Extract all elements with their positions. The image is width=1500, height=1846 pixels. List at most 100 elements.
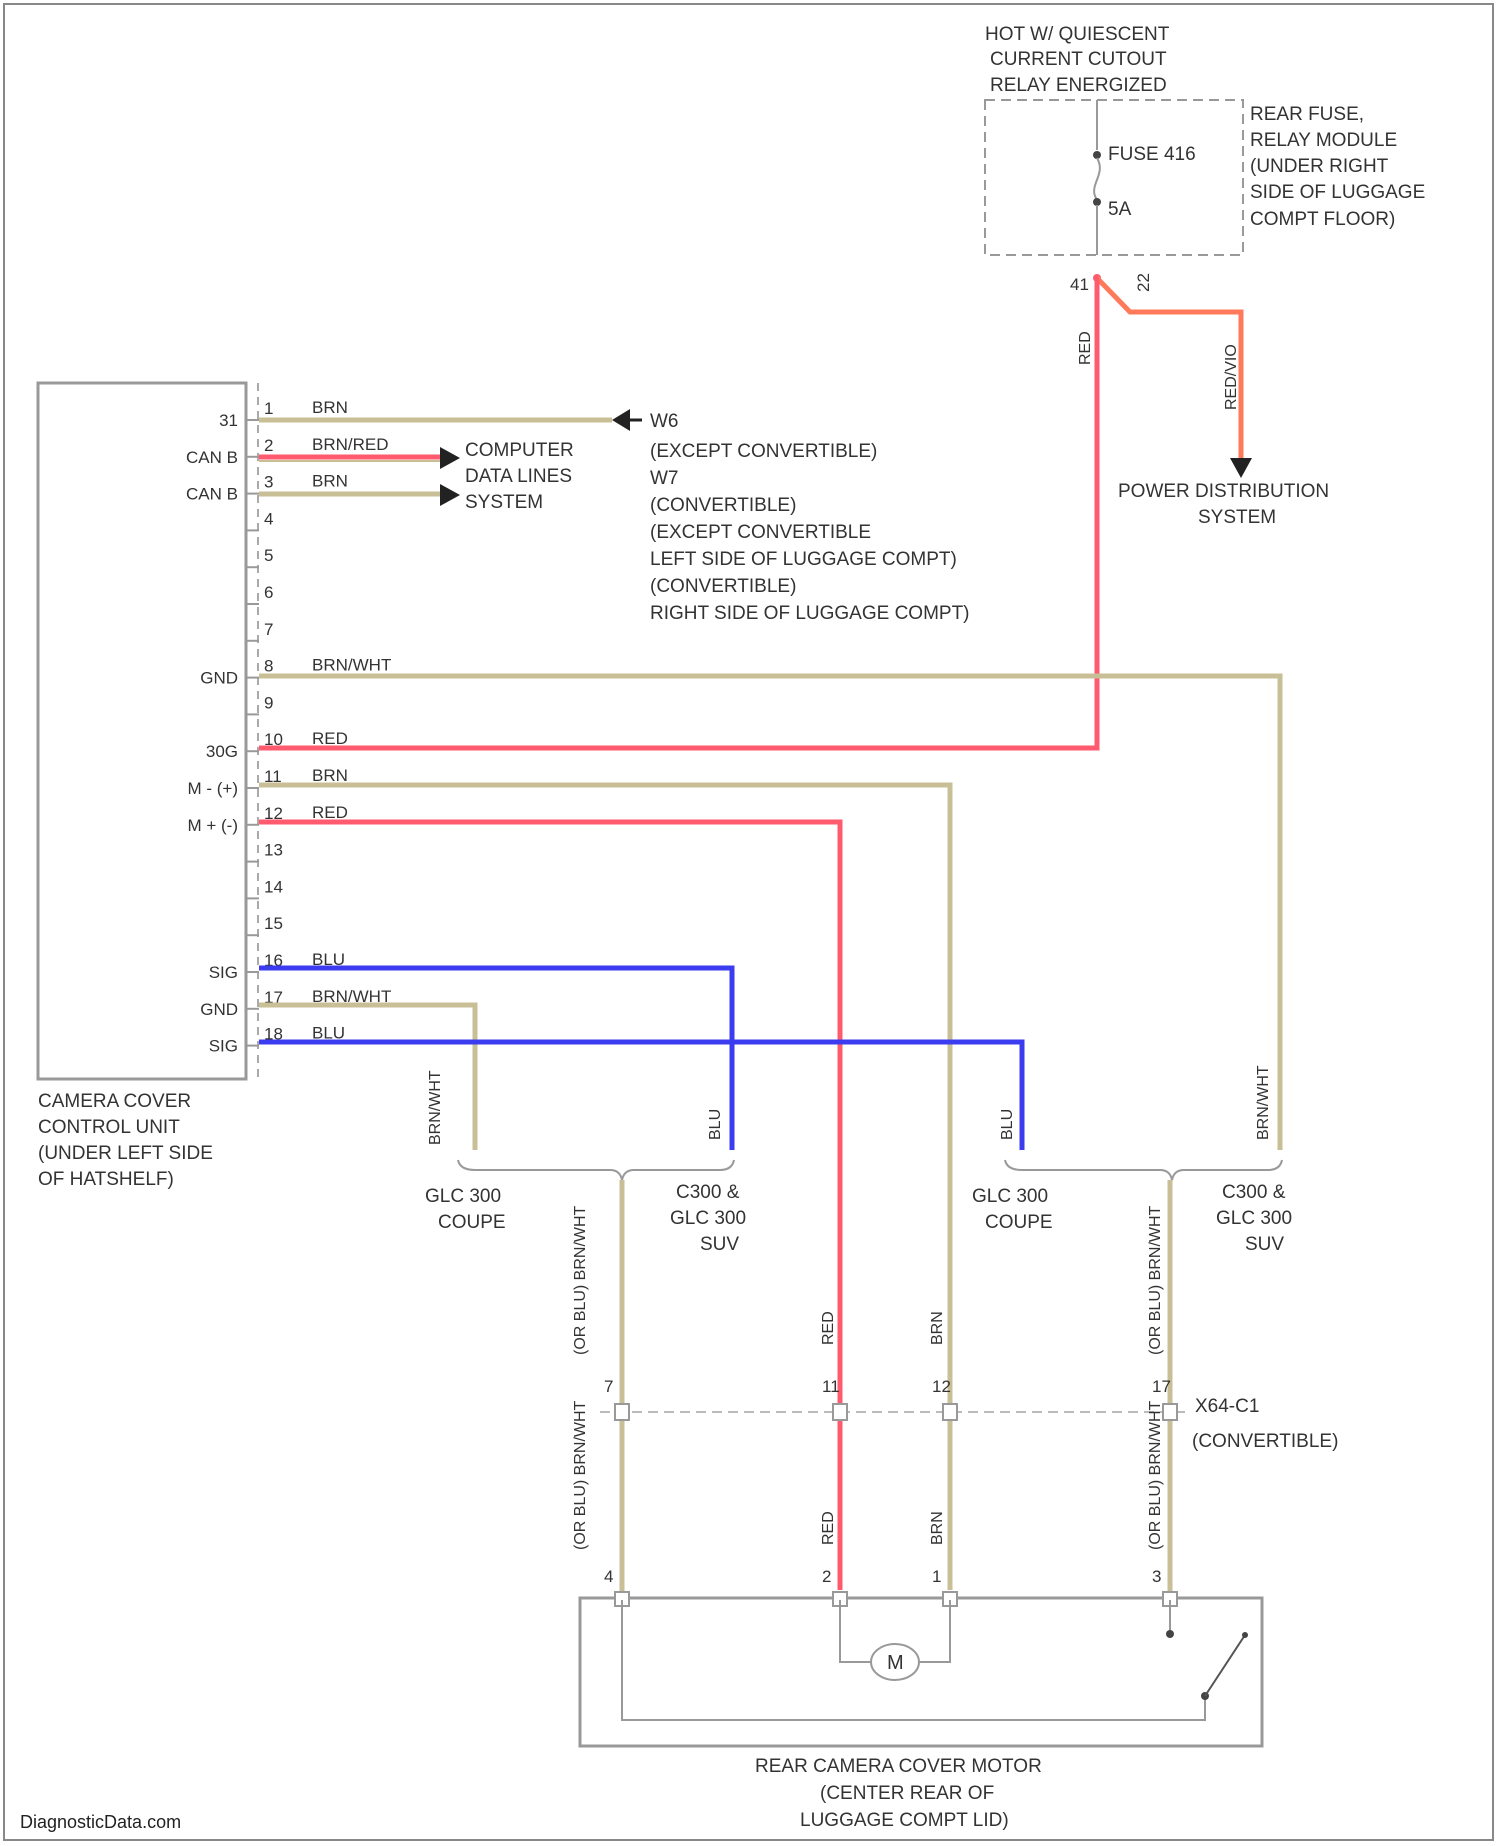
motor-label-2: (CENTER REAR OF (820, 1783, 994, 1804)
computer-data-line-3: SYSTEM (465, 492, 543, 513)
motor-pins: 4 2 1 3 (604, 1567, 1177, 1606)
motor-symbol: M (887, 1652, 904, 1674)
motor-label-3: LUGGAGE COMPT LID) (800, 1810, 1009, 1831)
pin-signal-label: M + (-) (187, 816, 238, 835)
wire-label-upper-4: (OR BLU) BRN/WHT (1147, 1205, 1164, 1355)
relay-pin-22: 22 (1134, 273, 1153, 292)
ground-arrow-icon (612, 409, 630, 431)
connector-pin-number: 12 (932, 1377, 951, 1396)
pin-wire-color: BRN (312, 766, 348, 785)
motor-pin-number: 1 (932, 1567, 941, 1586)
pin-number: 4 (264, 509, 273, 528)
pin-signal-label: GND (200, 1000, 238, 1019)
branch-right-a-2: COUPE (985, 1212, 1053, 1233)
control-unit-label-1: CAMERA COVER (38, 1091, 191, 1112)
pin-signal-label: SIG (209, 963, 238, 982)
fuse-terminal-top (1093, 151, 1101, 159)
fuse-rating: 5A (1108, 199, 1132, 220)
relay-pin-41: 41 (1070, 275, 1089, 294)
pin-wire-color: RED (312, 803, 348, 822)
pin-signal-label: M - (+) (187, 779, 238, 798)
motor-pin-number: 4 (604, 1567, 613, 1586)
motor-pin-number: 3 (1152, 1567, 1161, 1586)
pin-wire-color: BRN/RED (312, 435, 389, 454)
fuse-module-label-3: (UNDER RIGHT (1250, 156, 1389, 177)
wire-label-blu-left: BLU (707, 1109, 724, 1140)
ground-note-6: (CONVERTIBLE) (650, 576, 796, 597)
pin-number: 2 (264, 436, 273, 455)
ground-note-1: (EXCEPT CONVERTIBLE) (650, 441, 877, 462)
wire-label-blu-right: BLU (999, 1109, 1016, 1140)
arrow-right-icon (440, 484, 460, 506)
ground-note-4: (EXCEPT CONVERTIBLE (650, 522, 871, 543)
control-unit-label-4: OF HATSHELF) (38, 1169, 174, 1190)
option-bracket-right (1005, 1160, 1282, 1180)
branch-left-b-3: SUV (700, 1234, 739, 1255)
pin-signal-label: CAN B (186, 485, 238, 504)
connector-pin-number: 11 (822, 1377, 840, 1396)
wire-label-lower-1: (OR BLU) BRN/WHT (572, 1400, 589, 1550)
control-unit-label-3: (UNDER LEFT SIDE (38, 1143, 213, 1164)
motor-pin-number: 2 (822, 1567, 831, 1586)
power-distribution-line-2: SYSTEM (1198, 507, 1276, 528)
connector-terminal (1163, 1404, 1177, 1420)
pin-wire-color: RED (312, 729, 348, 748)
pin-number: 10 (264, 730, 283, 749)
connector-id: X64-C1 (1195, 1396, 1259, 1417)
pin-wire-color: BRN/WHT (312, 656, 391, 675)
power-distribution-line-1: POWER DISTRIBUTION (1118, 481, 1329, 502)
pin-signal-label: 30G (206, 742, 238, 761)
fuse-module-label-1: REAR FUSE, (1250, 104, 1364, 125)
pin-number: 3 (264, 473, 273, 492)
pin-number: 9 (264, 693, 273, 712)
fuse-module-label-4: SIDE OF LUGGAGE (1250, 182, 1425, 203)
connector-pin-number: 7 (604, 1377, 613, 1396)
wire-label-red-vio: RED/VIO (1223, 344, 1240, 410)
wire-label-red-feed: RED (1077, 331, 1094, 365)
connector-terminal (833, 1404, 847, 1420)
pin-number: 1 (264, 399, 273, 418)
ground-note-7: RIGHT SIDE OF LUGGAGE COMPT) (650, 603, 970, 624)
pin-signal-label: 31 (219, 411, 238, 430)
wire-label-lower-3: BRN (929, 1511, 946, 1545)
branch-left-b-1: C300 & (676, 1182, 740, 1203)
motor-lead-left (840, 1600, 872, 1662)
control-unit-label: CAMERA COVER CONTROL UNIT (UNDER LEFT SI… (38, 1091, 213, 1190)
fuse-terminal-bottom (1093, 198, 1101, 206)
pin-signal-label: GND (200, 669, 238, 688)
pin-signal-label: CAN B (186, 448, 238, 467)
page-border (4, 4, 1493, 1840)
limit-switch-icon (1205, 1635, 1245, 1696)
fuse-module-label: REAR FUSE, RELAY MODULE (UNDER RIGHT SID… (1250, 104, 1425, 230)
fuse-module-box (985, 100, 1243, 255)
ground-note-2: W7 (650, 468, 679, 489)
rear-camera-cover-motor-box (580, 1598, 1262, 1746)
relay-title-line-3: RELAY ENERGIZED (990, 75, 1167, 96)
fuse-label: FUSE 416 (1108, 144, 1196, 165)
switch-blade-tip (1242, 1632, 1248, 1638)
branch-right-a-1: GLC 300 (972, 1186, 1048, 1207)
pin-wire-color: BRN (312, 398, 348, 417)
connector-terminal (943, 1404, 957, 1420)
fuse-icon (1094, 158, 1100, 200)
ground-id: W6 (650, 411, 679, 432)
pin-number: 7 (264, 620, 273, 639)
watermark: DiagnosticData.com (20, 1812, 181, 1832)
wire-label-brnwht-left: BRN/WHT (427, 1070, 444, 1145)
wire-label-upper-1: (OR BLU) BRN/WHT (572, 1205, 589, 1355)
arrow-down-icon (1230, 458, 1252, 478)
relay-title-line-2: CURRENT CUTOUT (990, 49, 1167, 70)
branch-right-b-3: SUV (1245, 1234, 1284, 1255)
connector-note: (CONVERTIBLE) (1192, 1431, 1338, 1452)
pin-number: 6 (264, 583, 273, 602)
motor-label-1: REAR CAMERA COVER MOTOR (755, 1756, 1042, 1777)
connector-terminal (615, 1404, 629, 1420)
wire-label-lower-4: (OR BLU) BRN/WHT (1147, 1400, 1164, 1550)
control-unit-label-2: CONTROL UNIT (38, 1117, 180, 1138)
motor-lead-right (918, 1600, 950, 1662)
wire-pin18-blu (259, 1042, 1022, 1150)
wire-pin11-brn (259, 785, 950, 1590)
